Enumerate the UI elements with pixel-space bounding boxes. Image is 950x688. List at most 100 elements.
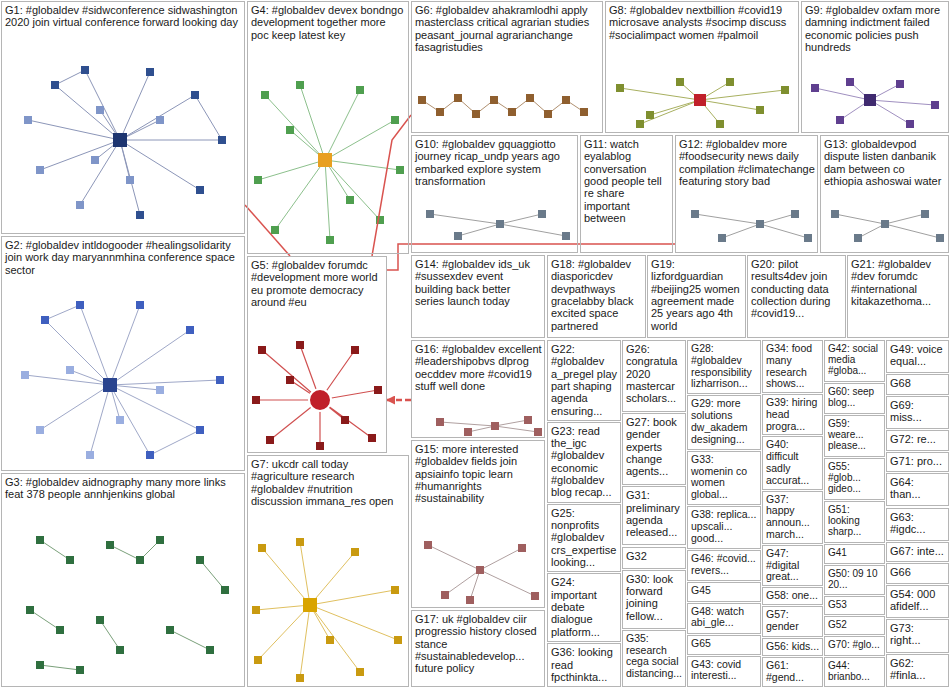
group-label: G3: #globaldev aidnography many more lin… xyxy=(5,476,242,501)
group-label: G65 xyxy=(691,638,758,650)
vertex-images xyxy=(26,536,229,674)
group-box: G49: voice equal... xyxy=(886,340,949,373)
group-box: G48: watch abi_gle... xyxy=(687,603,761,634)
group-box: G42: social media #globa... xyxy=(824,340,885,382)
group-label: G42: social media #globa... xyxy=(828,343,882,377)
vertex-images xyxy=(426,210,944,242)
group-box: G21: #globaldev #dev forumdc #internatio… xyxy=(847,255,949,338)
group-box: G39: hiring head progra... xyxy=(762,394,823,435)
group-box: G43: covid interesti... xyxy=(687,656,761,687)
group-label: G14: #globaldev ids_uk #sussexdev event … xyxy=(415,258,542,307)
group-label: G51: looking sharp... xyxy=(828,504,882,538)
group-label: G61: #gend... xyxy=(766,660,820,684)
group-label: G73: right... xyxy=(890,622,946,647)
group-label: G69: miss... xyxy=(890,399,946,424)
group-label: G46: #covid... revers... xyxy=(691,553,758,577)
group-box: G33: womenin co women global... xyxy=(687,451,761,505)
group-box: G61: #gend... xyxy=(762,657,823,687)
cluster-edges xyxy=(30,540,225,670)
group-box: G14: #globaldev ids_uk #sussexdev event … xyxy=(411,255,545,338)
group-box: G32 xyxy=(622,547,686,569)
hub-vertex xyxy=(113,133,127,147)
group-box: G64: than... xyxy=(886,473,949,506)
group-label: G47: #digital great... xyxy=(766,548,820,583)
group-box: G1: #globaldev #sidwconference sidwashin… xyxy=(1,1,245,234)
group-label: G52 xyxy=(828,619,882,630)
group-box: G13: globaldevpod dispute listen danbani… xyxy=(820,135,949,253)
group-label: G16: #globaldev excellent #leadershipobv… xyxy=(415,343,542,392)
vertex-images xyxy=(252,538,402,682)
group-box: G68 xyxy=(886,374,949,394)
group-box: G15: more interested #globaldev fields j… xyxy=(411,440,545,608)
group-label: G62: #finla... xyxy=(890,657,946,682)
group-label: G66 xyxy=(890,566,946,578)
group-box: G26: congratula 2020 mastercar scholars.… xyxy=(622,340,686,412)
cluster-edges xyxy=(256,345,378,446)
vertex-images xyxy=(811,78,939,128)
connector xyxy=(387,399,411,402)
group-label: G50: 09 10 20... xyxy=(828,568,882,590)
group-box: G67: inte... xyxy=(886,542,949,562)
group-label: G32 xyxy=(626,550,683,562)
group-label: G72: re... xyxy=(890,433,946,445)
cluster-edges xyxy=(815,82,935,124)
vertex-images xyxy=(41,301,224,459)
group-box: G10: #globaldev gquaggiotto journey rica… xyxy=(411,135,578,253)
group-box: G36: looking read fpcthinkta... xyxy=(547,643,621,687)
group-box: G65 xyxy=(687,635,761,654)
connector xyxy=(372,115,411,256)
group-label: G57: gender xyxy=(766,609,820,633)
group-box: G51: looking sharp... xyxy=(824,501,885,543)
group-box: G47: #digital great... xyxy=(762,545,823,586)
group-label: G7: ukcdr call today #agriculture resear… xyxy=(251,458,406,507)
group-box: G53 xyxy=(824,596,885,615)
group-box: G9: #globaldev oxfam more damning indict… xyxy=(801,1,949,133)
group-label: G13: globaldevpod dispute listen danbani… xyxy=(824,138,946,187)
group-label: G11: watch eyalablog conversation good p… xyxy=(584,138,670,224)
group-box: G62: #finla... xyxy=(886,654,949,687)
group-label: G45 xyxy=(691,585,758,597)
hub-vertex xyxy=(309,389,331,411)
group-label: G48: watch abi_gle... xyxy=(691,606,758,630)
group-label: G41 xyxy=(828,547,882,558)
group-box: G22: #globaldev a_pregel play part shapi… xyxy=(547,340,621,421)
vertex-images xyxy=(51,66,226,219)
group-label: G28: #globaldev responsibility lizharris… xyxy=(691,343,758,390)
group-label: G10: #globaldev gquaggiotto journey rica… xyxy=(415,138,575,187)
cluster-edges xyxy=(430,214,940,238)
group-label: G24: important debate dialogue platform.… xyxy=(551,576,618,638)
hub-vertex xyxy=(303,598,317,612)
group-box: G70: #glo... xyxy=(824,636,885,655)
group-label: G5: #globaldev forumdc #development more… xyxy=(251,259,384,308)
group-label: G8: #globaldev nextbillion #covid19 micr… xyxy=(609,4,796,41)
group-label: G19: lizfordguardian #beijing25 women ag… xyxy=(651,258,743,332)
group-label: G26: congratula 2020 mastercar scholars.… xyxy=(626,343,683,405)
group-box: G18: #globaldev diasporicdev devpathways… xyxy=(547,255,646,338)
group-label: G49: voice equal... xyxy=(890,343,946,368)
group-box: G34: food many research shows... xyxy=(762,340,823,393)
group-label: G38: replica... upscali... good... xyxy=(691,509,758,544)
group-label: G59: weare... please... xyxy=(828,418,882,452)
group-label: G70: #glo... xyxy=(828,639,882,650)
group-label: G33: womenin co women global... xyxy=(691,454,758,501)
group-box: G50: 09 10 20... xyxy=(824,565,885,595)
group-label: G64: than... xyxy=(890,476,946,501)
hub-vertex xyxy=(694,94,706,106)
group-box: G5: #globaldev forumdc #development more… xyxy=(247,256,387,453)
group-label: G67: inte... xyxy=(890,545,946,557)
group-label: G71: pro... xyxy=(890,455,946,467)
group-label: G2: #globaldev intldogooder #healingsoli… xyxy=(5,239,242,276)
group-box: G3: #globaldev aidnography many more lin… xyxy=(1,473,245,687)
vertex-images xyxy=(418,94,588,118)
group-label: G60: seep blog... xyxy=(828,386,882,408)
group-label: G12: #globaldev more #foodsecurity news … xyxy=(679,138,815,187)
group-box: G44: brianbo... xyxy=(824,657,885,687)
group-box: G4: #globaldev devex bondngo development… xyxy=(247,1,409,254)
cluster-edges xyxy=(620,82,785,124)
group-box: G59: weare... please... xyxy=(824,415,885,457)
group-label: G29: more solutions dw_akadem designing.… xyxy=(691,398,758,445)
group-box: G24: important debate dialogue platform.… xyxy=(547,573,621,642)
group-box: G31: preliminary agenda released... xyxy=(622,486,686,545)
vertex-images xyxy=(616,78,789,128)
group-box: G12: #globaldev more #foodsecurity news … xyxy=(675,135,818,253)
